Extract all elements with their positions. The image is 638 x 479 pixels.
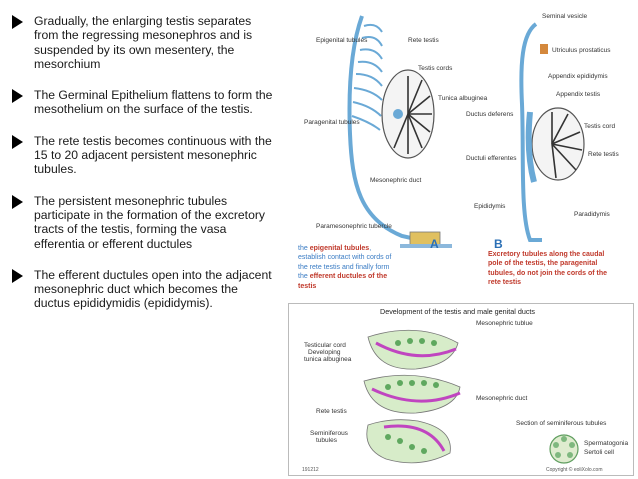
testis-development-diagram-ab: Epigenital tubules Rete testis Testis co… xyxy=(304,13,619,251)
caption-a-highlight-2: efferent ductules of the testis xyxy=(298,273,388,290)
testis-development-diagram-c: Development of the testis and male genit… xyxy=(288,303,634,476)
label-tubules: tubules xyxy=(316,437,338,444)
label-mesonephric-duct-c: Mesonephric duct xyxy=(476,395,527,402)
figure-letter-b: B xyxy=(494,237,503,251)
caption-b: Excretory tubules along the caudal pole … xyxy=(488,251,607,287)
stage-1-testis xyxy=(367,329,459,370)
label-tunica: Tunica albuginea xyxy=(438,95,488,102)
utriculus-marker xyxy=(540,44,548,54)
label-epigenital: Epigenital tubules xyxy=(316,37,368,44)
stage-1-tubules xyxy=(395,338,437,346)
stage-3-testis xyxy=(366,419,451,464)
stage-2-duct xyxy=(371,387,461,403)
bullet-item: The efferent ductules open into the adja… xyxy=(12,268,274,311)
label-sertoli: Sertoli cell xyxy=(584,449,615,456)
label-efferent: Ductuli efferentes xyxy=(466,155,517,162)
label-cords: Testis cords xyxy=(418,65,453,72)
label-appendix-testis: Appendix testis xyxy=(556,91,601,98)
stage-3-duct xyxy=(383,424,446,452)
epididymis-b xyxy=(525,111,537,183)
stage-3-tubules xyxy=(385,434,427,454)
seminiferous-cells xyxy=(553,436,575,458)
label-tunica-c: tunica albuginea xyxy=(304,356,352,363)
testis-cords-a xyxy=(393,76,432,154)
caption-a-highlight-1: epigenital tubules xyxy=(309,245,370,252)
bullet-text: The efferent ductules open into the adja… xyxy=(34,267,272,311)
bullet-text: Gradually, the enlarging testis separate… xyxy=(34,14,253,71)
copyright-text: Copyright © eoliXolo.com xyxy=(546,466,603,473)
label-mesonephric-tubule: Mesonephric tublue xyxy=(476,320,533,327)
label-rete-b: Rete testis xyxy=(588,151,619,158)
rete-testis-a xyxy=(393,109,403,119)
label-appendix-epi: Appendix epididymis xyxy=(548,73,608,80)
bullet-list: Gradually, the enlarging testis separate… xyxy=(12,14,274,328)
label-epididymis: Epididymis xyxy=(474,203,506,210)
label-section: Section of seminiferous tubules xyxy=(516,420,607,427)
bullet-text: The persistent mesonephric tubules parti… xyxy=(34,193,266,251)
figure-c-frame xyxy=(288,303,634,476)
figure-code: 191212 xyxy=(302,467,319,473)
label-rete-c: Rete testis xyxy=(316,408,347,415)
stage-2-tubules xyxy=(385,380,439,390)
label-rete-a: Rete testis xyxy=(408,37,439,44)
label-testis-cord: Testis cord xyxy=(584,123,615,130)
stage-1-duct xyxy=(375,341,457,358)
label-developing: Developing xyxy=(308,349,341,356)
bullet-arrow-icon xyxy=(12,15,23,29)
epigenital-tubules xyxy=(351,23,383,131)
urogenital-sinus xyxy=(400,244,452,248)
bullet-item: The persistent mesonephric tubules parti… xyxy=(12,194,274,251)
label-mesonephric-duct-a: Mesonephric duct xyxy=(370,177,421,184)
bullet-item: The Germinal Epithelium flattens to form… xyxy=(12,88,274,117)
figure-letter-a: A xyxy=(430,237,439,251)
label-spermatogonia: Spermatogonia xyxy=(584,440,628,447)
label-ductus: Ductus deferens xyxy=(466,111,514,118)
label-vesicle: Seminal vesicle xyxy=(542,13,588,20)
caption-a: the epigenital tubules, establish contac… xyxy=(298,244,400,291)
figure-c-title: Development of the testis and male genit… xyxy=(380,307,535,316)
ductus-deferens-b xyxy=(519,22,542,242)
caption-a-pre: the xyxy=(298,245,310,252)
caption-a-mid: , establish contact with cords of the re… xyxy=(298,245,392,281)
label-paragenital: Paragenital tubules xyxy=(304,119,360,126)
testis-b xyxy=(531,107,585,181)
bullet-arrow-icon xyxy=(12,268,23,283)
label-tubercle: Paramesonephric tubercle xyxy=(316,223,392,230)
bullet-item: The rete testis becomes continuous with … xyxy=(12,134,274,177)
bullet-arrow-icon xyxy=(12,134,23,149)
label-testicular-cord: Testicular cord xyxy=(304,342,346,349)
mesonephric-duct-a xyxy=(347,15,421,242)
bullet-arrow-icon xyxy=(12,89,23,104)
label-utriculus: Utriculus prostaticus xyxy=(552,47,611,54)
label-seminiferous: Seminiferous xyxy=(310,430,349,437)
bullet-arrow-icon xyxy=(12,194,23,209)
bullet-text: The Germinal Epithelium flattens to form… xyxy=(34,88,273,117)
testis-cords-b xyxy=(551,112,583,179)
bullet-text: The rete testis becomes continuous with … xyxy=(34,133,272,177)
bullet-item: Gradually, the enlarging testis separate… xyxy=(12,14,274,71)
label-paradidymis: Paradidymis xyxy=(574,211,611,218)
